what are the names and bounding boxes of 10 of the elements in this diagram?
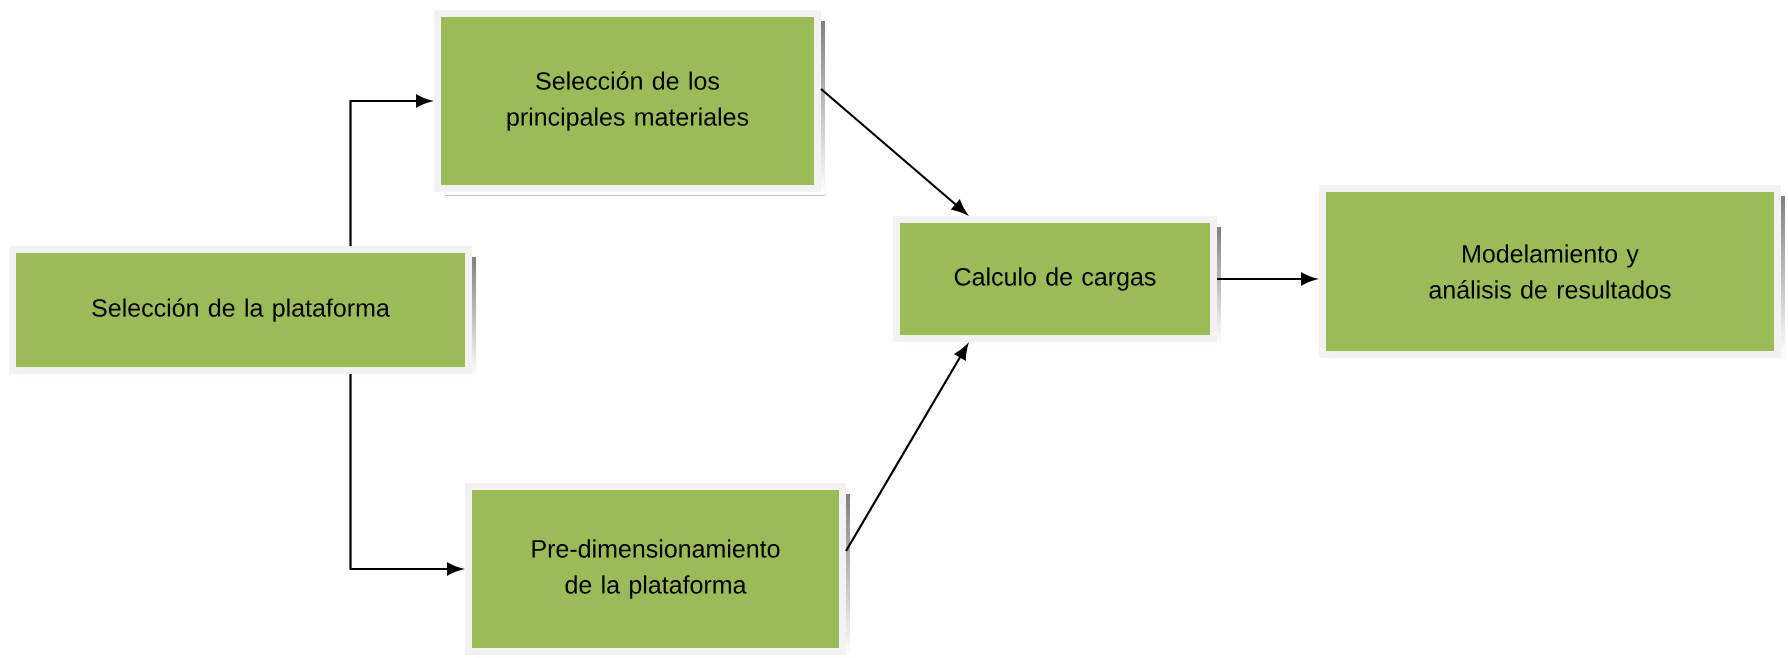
arrow bbox=[1217, 272, 1316, 286]
arrow bbox=[349, 374, 462, 576]
process-box: Selección de los principales materiales bbox=[434, 10, 825, 196]
process-box: Selección de la plataforma bbox=[9, 246, 476, 378]
arrow bbox=[845, 344, 968, 552]
process-box: Calculo de cargas bbox=[893, 216, 1221, 346]
process-box: Pre-dimensionamiento de la plataforma bbox=[465, 483, 850, 658]
process-box: Modelamiento y análisis de resultados bbox=[1319, 185, 1785, 362]
arrow bbox=[820, 88, 967, 215]
arrow bbox=[349, 94, 431, 246]
